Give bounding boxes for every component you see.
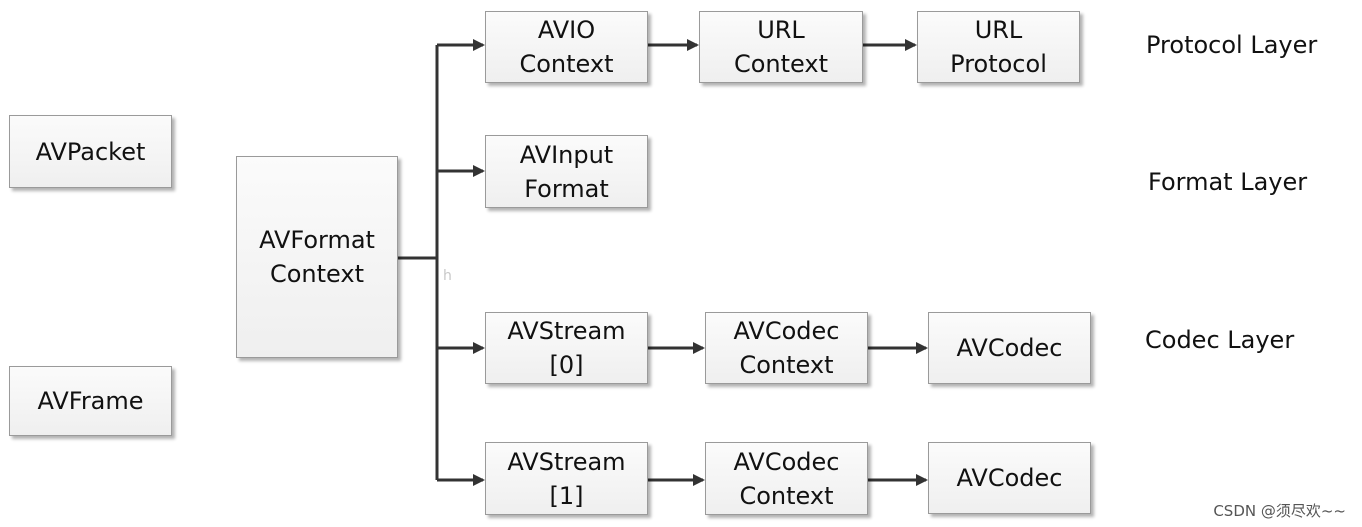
avcodec-context-1-box: AVCodec Context: [705, 442, 868, 515]
format-layer-label: Format Layer: [1148, 168, 1308, 196]
avpacket-box: AVPacket: [9, 115, 172, 188]
avcodec-0-box: AVCodec: [928, 312, 1091, 384]
protocol-layer-label: Protocol Layer: [1146, 31, 1318, 59]
url-context-box: URL Context: [699, 11, 863, 83]
stray-mark: h: [443, 268, 452, 284]
avframe-box: AVFrame: [9, 366, 172, 436]
avio-context-box: AVIO Context: [485, 11, 648, 83]
csdn-watermark: CSDN @须尽欢~~: [1213, 502, 1346, 520]
avstream-1-box: AVStream [1]: [485, 442, 648, 515]
avcodec-1-box: AVCodec: [928, 442, 1091, 514]
codec-layer-label: Codec Layer: [1145, 326, 1295, 354]
url-protocol-box: URL Protocol: [917, 11, 1080, 83]
avstream-0-box: AVStream [0]: [485, 312, 648, 384]
avcodec-context-0-box: AVCodec Context: [705, 312, 868, 384]
avinput-format-box: AVInput Format: [485, 135, 648, 208]
avformat-context-box: AVFormat Context: [236, 156, 398, 358]
